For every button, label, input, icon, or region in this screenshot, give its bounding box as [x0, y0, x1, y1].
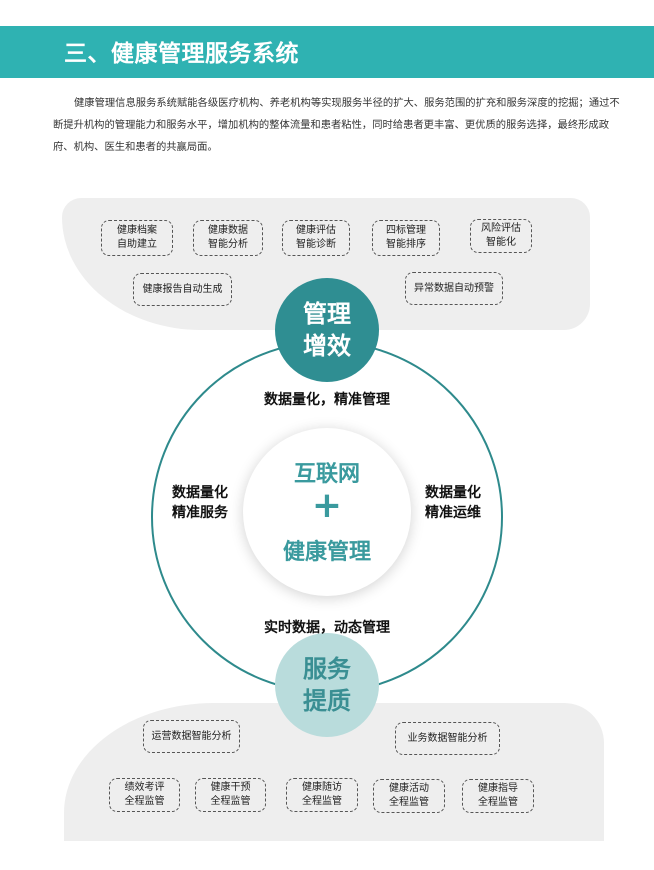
left-label: 数据量化精准服务	[160, 483, 240, 523]
feature-box: 健康干预全程监管	[195, 778, 266, 812]
feature-box: 运营数据智能分析	[143, 720, 240, 753]
box-line: 健康档案	[117, 225, 157, 236]
box-line: 健康随访	[302, 782, 342, 793]
feature-box: 健康随访全程监管	[286, 778, 358, 812]
node-line: 服务	[303, 655, 351, 683]
box-line: 健康评估	[296, 225, 336, 236]
box-line: 健康数据	[208, 225, 248, 236]
section-title: 三、健康管理服务系统	[64, 41, 299, 67]
label-line: 精准运维	[425, 505, 481, 521]
center-circle: 互联网 + 健康管理	[243, 428, 411, 596]
box-line: 健康干预	[210, 782, 251, 793]
feature-box: 健康数据智能分析	[193, 220, 263, 256]
node-line: 增效	[303, 332, 351, 360]
intro-paragraph: 健康管理信息服务系统赋能各级医疗机构、养老机构等实现服务半径的扩大、服务范围的扩…	[53, 97, 620, 153]
box-line: 智能分析	[208, 239, 248, 250]
center-line-1: 互联网	[293, 462, 360, 487]
box-line: 智能化	[486, 237, 516, 248]
node-line: 提质	[303, 687, 351, 715]
box-line: 绩效考评	[124, 782, 165, 793]
right-label: 数据量化精准运维	[413, 483, 493, 523]
plus-icon: +	[311, 485, 343, 526]
box-line: 四标管理	[386, 225, 426, 236]
box-line: 健康指导	[478, 783, 518, 794]
feature-box: 异常数据自动预警	[405, 272, 503, 305]
box-line: 全程监管	[210, 796, 251, 807]
box-line: 自助建立	[117, 239, 157, 250]
node-line: 管理	[303, 300, 351, 328]
box-line: 全程监管	[478, 797, 518, 808]
top-label: 数据量化，精准管理	[264, 392, 390, 408]
feature-box: 健康活动全程监管	[373, 779, 445, 813]
label-line: 数据量化	[425, 485, 481, 501]
feature-box: 健康评估智能诊断	[282, 220, 350, 256]
feature-box: 业务数据智能分析	[395, 722, 500, 755]
box-line: 智能诊断	[296, 239, 336, 250]
center-line-2: 健康管理	[282, 540, 371, 565]
feature-box: 绩效考评全程监管	[109, 778, 180, 812]
label-line: 数据量化	[172, 485, 228, 501]
box-line: 全程监管	[124, 796, 165, 807]
box-line: 全程监管	[389, 797, 429, 808]
box-line: 全程监管	[302, 796, 342, 807]
section-header-band: 三、健康管理服务系统	[0, 26, 654, 78]
box-line: 风险评估	[481, 223, 521, 234]
feature-box: 健康报告自动生成	[133, 273, 232, 306]
feature-box: 健康档案自助建立	[101, 220, 173, 256]
node-service: 服务提质	[275, 633, 379, 737]
label-line: 精准服务	[172, 505, 228, 521]
box-line: 健康活动	[389, 783, 429, 794]
feature-box: 健康指导全程监管	[462, 779, 534, 813]
bottom-label: 实时数据，动态管理	[264, 620, 390, 636]
feature-box: 四标管理智能排序	[372, 220, 440, 256]
feature-box: 风险评估智能化	[470, 219, 532, 253]
box-line: 智能排序	[386, 239, 426, 250]
node-management: 管理增效	[275, 278, 379, 382]
